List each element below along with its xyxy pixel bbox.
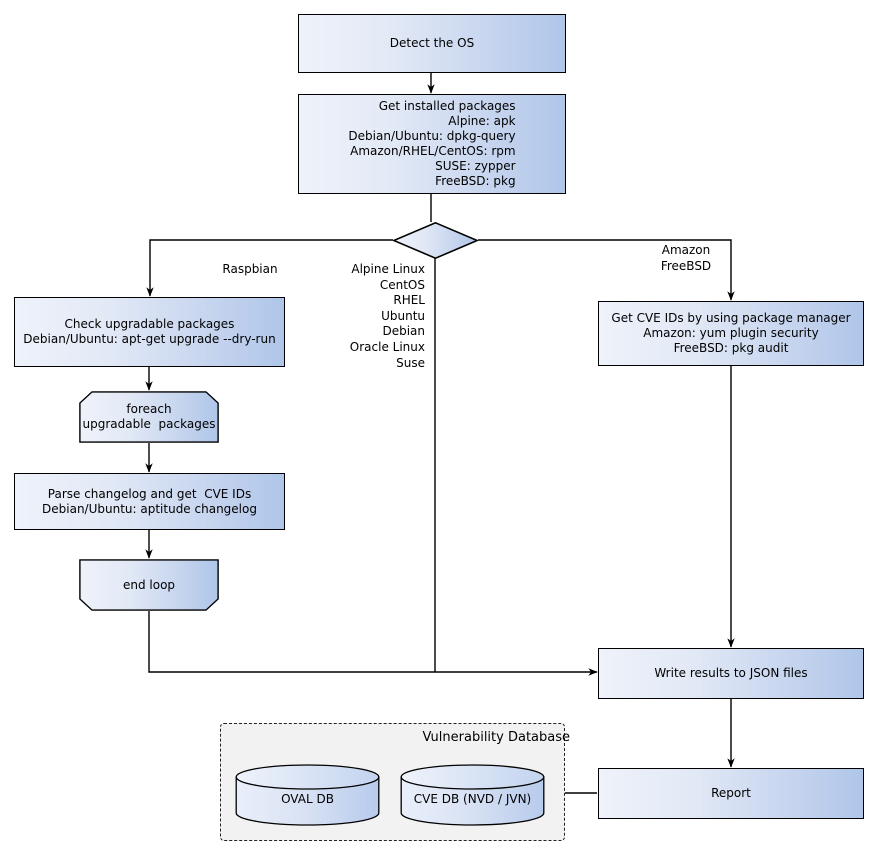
- node-end-loop-label: end loop: [122, 577, 176, 592]
- node-get-cve-ids[interactable]: Get CVE IDs by using package manager Ama…: [598, 301, 864, 366]
- node-report-label: Report: [711, 786, 751, 800]
- edge-label-raspbian: Raspbian: [222, 262, 278, 276]
- diamond-shape: [393, 222, 478, 259]
- cylinder-shape: [400, 764, 545, 826]
- edge-label-linux-distros: Alpine Linux CentOS RHEL Ubuntu Debian O…: [349, 262, 425, 370]
- node-end-loop[interactable]: end loop: [79, 559, 219, 611]
- node-check-upgradable[interactable]: Check upgradable packages Debian/Ubuntu:…: [14, 297, 285, 367]
- vulnerability-database-title: Vulnerability Database: [422, 730, 570, 745]
- node-foreach-loop-label: foreach upgradable packages: [82, 402, 216, 431]
- node-detect-os-label: Detect the OS: [389, 36, 475, 50]
- node-cve-db[interactable]: CVE DB (NVD / JVN): [400, 764, 545, 826]
- edge-label-amazon-freebsd: Amazon FreeBSD: [660, 243, 712, 273]
- node-write-results[interactable]: Write results to JSON files: [598, 648, 864, 699]
- node-check-upgradable-label: Check upgradable packages Debian/Ubuntu:…: [23, 317, 276, 346]
- node-report[interactable]: Report: [598, 768, 864, 819]
- node-parse-changelog-label: Parse changelog and get CVE IDs Debian/U…: [42, 486, 257, 516]
- node-foreach-loop[interactable]: foreach upgradable packages: [79, 391, 219, 443]
- node-get-installed-packages[interactable]: Get installed packages Alpine: apk Debia…: [298, 94, 566, 194]
- loop-start-shape: [79, 391, 219, 443]
- node-cve-db-label: CVE DB (NVD / JVN): [413, 791, 532, 806]
- node-parse-changelog[interactable]: Parse changelog and get CVE IDs Debian/U…: [14, 473, 285, 530]
- node-write-results-label: Write results to JSON files: [654, 666, 808, 680]
- node-detect-os[interactable]: Detect the OS: [298, 14, 566, 73]
- node-oval-db-label: OVAL DB: [281, 791, 334, 806]
- cylinder-shape: [235, 764, 380, 826]
- loop-end-shape: [79, 559, 219, 611]
- node-os-decision[interactable]: [393, 222, 478, 259]
- node-get-cve-ids-label: Get CVE IDs by using package manager Ama…: [611, 311, 851, 355]
- node-oval-db[interactable]: OVAL DB: [235, 764, 380, 826]
- node-get-installed-packages-label: Get installed packages Alpine: apk Debia…: [348, 99, 516, 188]
